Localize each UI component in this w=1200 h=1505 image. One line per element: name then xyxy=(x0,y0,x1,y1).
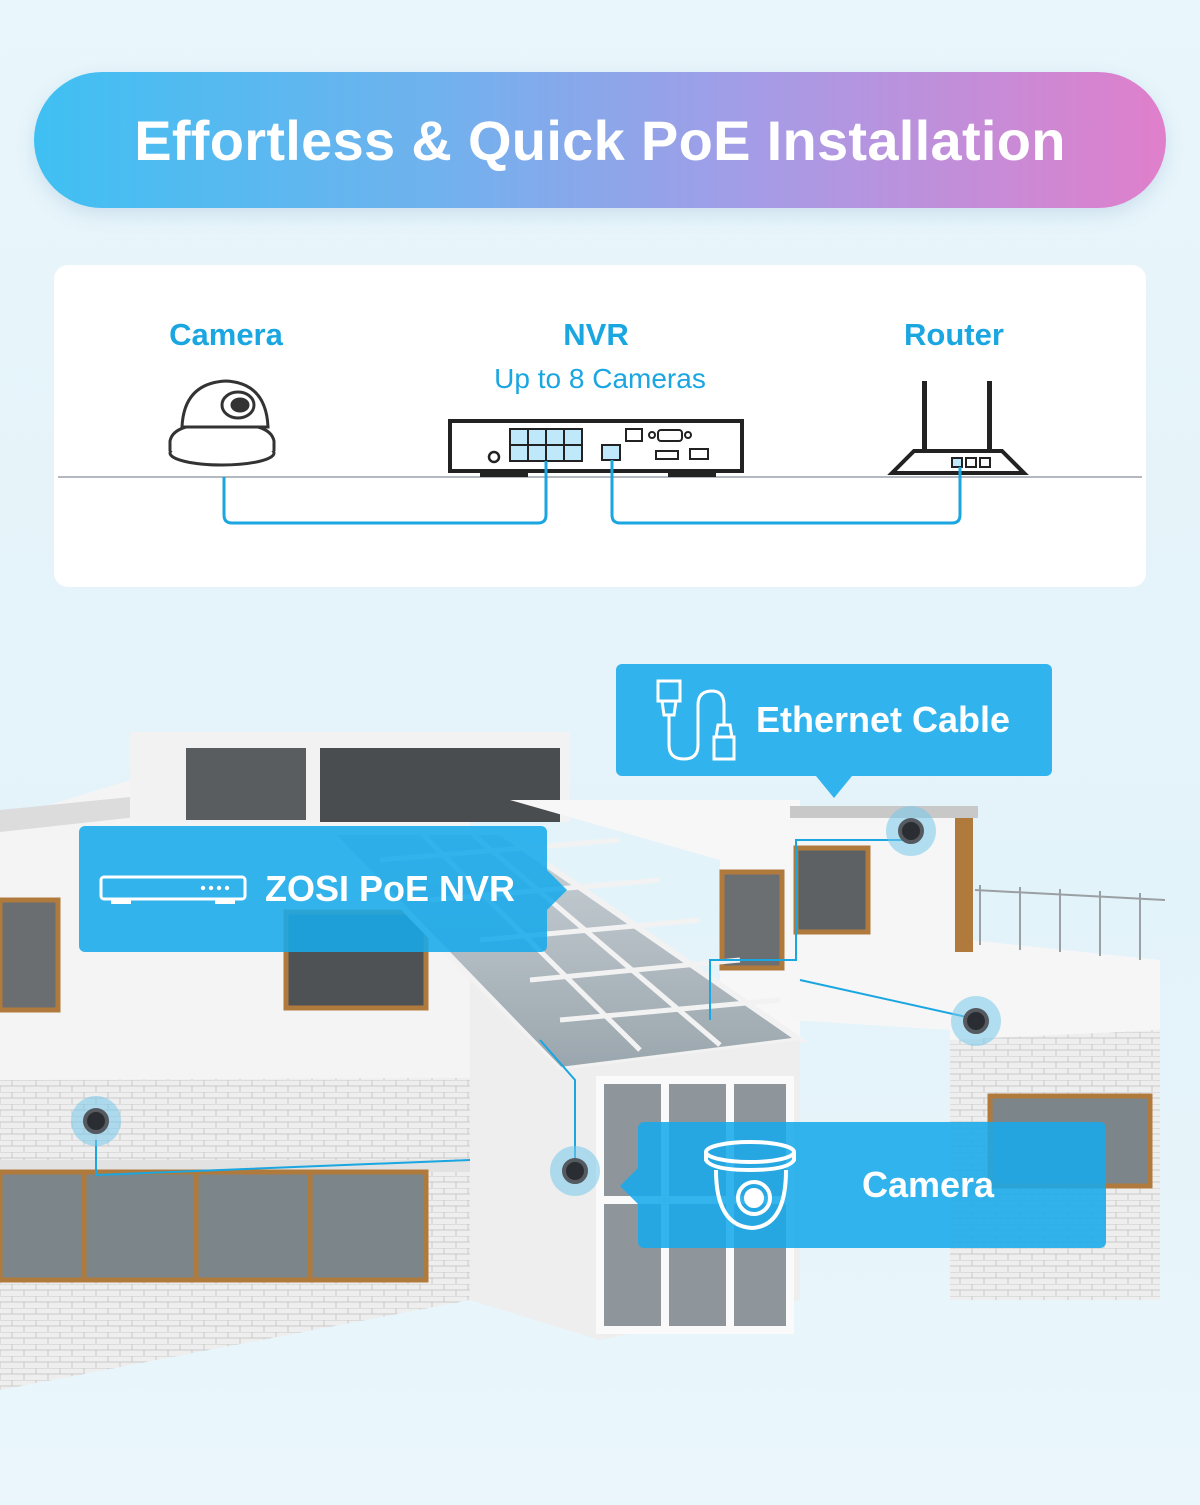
camera-callout-label: Camera xyxy=(862,1164,995,1205)
camera-callout-pointer xyxy=(620,1168,638,1204)
nvr-router-cable xyxy=(610,460,962,525)
nvr-callout-pointer xyxy=(547,870,567,910)
nvr-box-icon xyxy=(448,419,744,477)
camera-marker-balcony xyxy=(951,996,1001,1046)
nvr-device-icon xyxy=(99,875,247,904)
dome-camera-icon xyxy=(168,379,276,467)
camera-marker-left xyxy=(71,1096,121,1146)
camera-marker-sunroom xyxy=(550,1146,600,1196)
dome-camera-callout-icon xyxy=(704,1140,796,1231)
ethernet-cable-label: Ethernet Cable xyxy=(756,699,1011,740)
nvr-label: NVR xyxy=(563,317,629,352)
page-title: Effortless & Quick PoE Installation xyxy=(134,108,1066,172)
diagram-drawing xyxy=(58,379,1142,525)
ethernet-cable-callout: Ethernet Cable xyxy=(616,664,1052,776)
nvr-capacity: Up to 8 Cameras xyxy=(494,363,706,394)
title-banner: Effortless & Quick PoE Installation xyxy=(34,72,1166,208)
ethernet-cable-icon xyxy=(656,679,736,761)
house-illustration: Ethernet Cable ZOSI PoE NVR Camera xyxy=(0,600,1200,1500)
connection-diagram: Camera NVR Up to 8 Cameras Router xyxy=(54,265,1146,587)
camera-label: Camera xyxy=(169,317,283,352)
camera-marker-roof xyxy=(886,806,936,856)
camera-nvr-cable xyxy=(222,461,548,525)
nvr-callout: ZOSI PoE NVR xyxy=(79,826,547,952)
camera-callout: Camera xyxy=(638,1122,1106,1248)
router-icon xyxy=(887,381,1029,475)
router-label: Router xyxy=(904,317,1004,352)
ethernet-callout-pointer xyxy=(816,776,852,798)
nvr-callout-label: ZOSI PoE NVR xyxy=(265,868,516,909)
